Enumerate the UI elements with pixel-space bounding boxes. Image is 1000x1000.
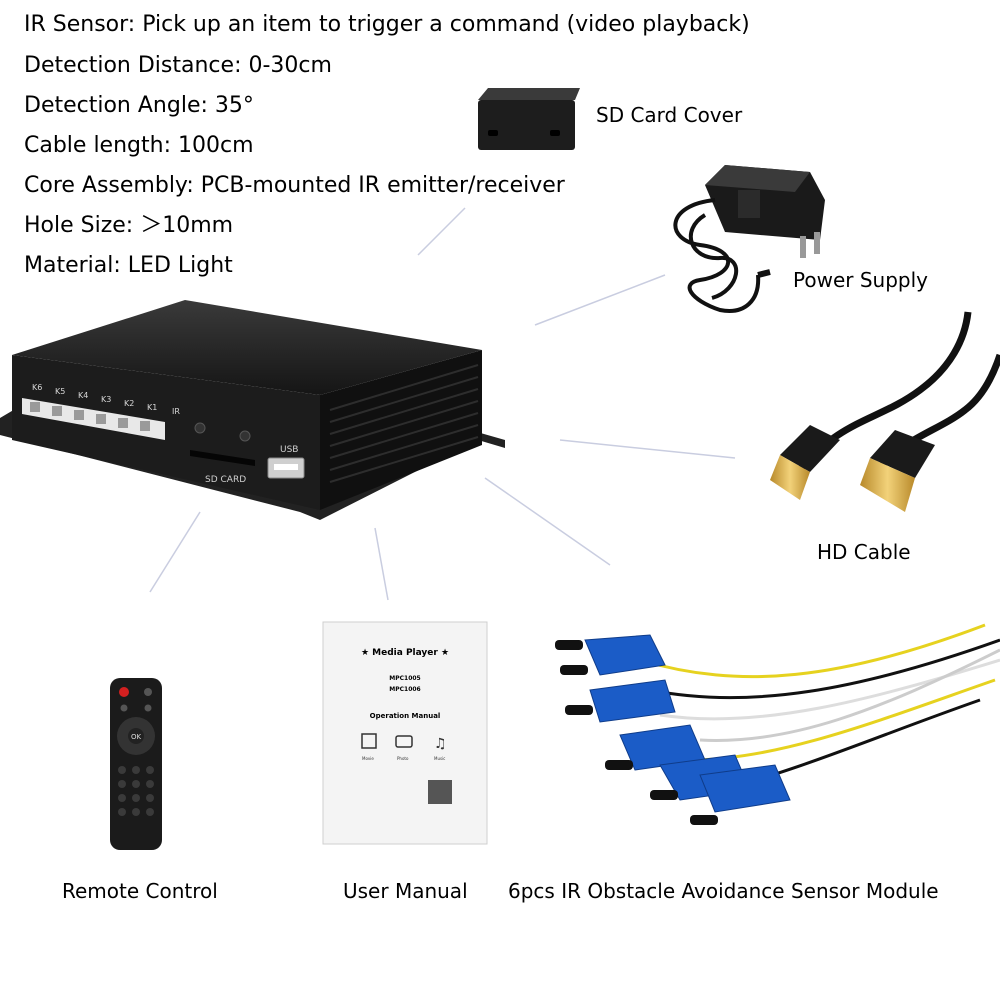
sd-card-label: SD CARD [205, 475, 246, 485]
caption-power-supply: Power Supply [793, 268, 928, 292]
spec-detection-distance: Detection Distance: 0-30cm [24, 53, 332, 78]
spec-detection-angle: Detection Angle: 35° [24, 93, 254, 118]
user-manual-image: ★ Media Player ★ MPC1005 MPC1006 Operati… [322, 621, 488, 845]
port-label-k4: K4 [78, 391, 88, 400]
spec-core-assembly: Core Assembly: PCB-mounted IR emitter/re… [24, 173, 565, 198]
port-label-k3: K3 [101, 395, 111, 404]
caption-sensor-module: 6pcs IR Obstacle Avoidance Sensor Module [508, 879, 939, 903]
caption-sd-card-cover: SD Card Cover [596, 103, 743, 127]
power-supply-image [673, 165, 825, 313]
music-icon: ♫ [434, 736, 447, 752]
manual-icon-label-photo: Photo [397, 756, 409, 761]
sensor-modules-image [555, 623, 1000, 825]
manual-logo-mark [428, 780, 452, 804]
spec-hole-size: Hole Size: ＞10mm [24, 213, 234, 238]
sd-card-cover-image [478, 88, 580, 150]
spec-cable-length: Cable length: 100cm [24, 133, 254, 158]
spec-material: Material: LED Light [24, 253, 233, 278]
remote-ok-label: OK [131, 733, 142, 741]
leader-lines [149, 207, 736, 601]
hd-cable-image [770, 311, 1000, 512]
caption-remote-control: Remote Control [62, 879, 218, 903]
movie-icon [361, 733, 377, 749]
port-label-k1: K1 [147, 403, 157, 412]
remote-control-image: OK [110, 678, 162, 850]
media-player-device: K6 K5 K4 K3 K2 K1 IR SD CARD USB [0, 300, 505, 520]
camera-icon [395, 735, 413, 748]
port-label-k2: K2 [124, 399, 134, 408]
usb-label: USB [280, 445, 298, 455]
spec-ir-sensor: IR Sensor: Pick up an item to trigger a … [24, 12, 750, 37]
caption-user-manual: User Manual [343, 879, 468, 903]
manual-model-2: MPC1006 [389, 686, 420, 693]
manual-icon-label-movie: Movie [362, 756, 374, 761]
caption-hd-cable: HD Cable [817, 540, 911, 564]
port-label-k6: K6 [32, 383, 42, 392]
manual-subtitle: Operation Manual [370, 712, 441, 720]
manual-model-1: MPC1005 [389, 675, 420, 682]
manual-title: ★ Media Player ★ [361, 648, 449, 658]
manual-icon-label-music: Music [434, 756, 445, 761]
port-label-ir: IR [172, 407, 180, 416]
port-label-k5: K5 [55, 387, 65, 396]
